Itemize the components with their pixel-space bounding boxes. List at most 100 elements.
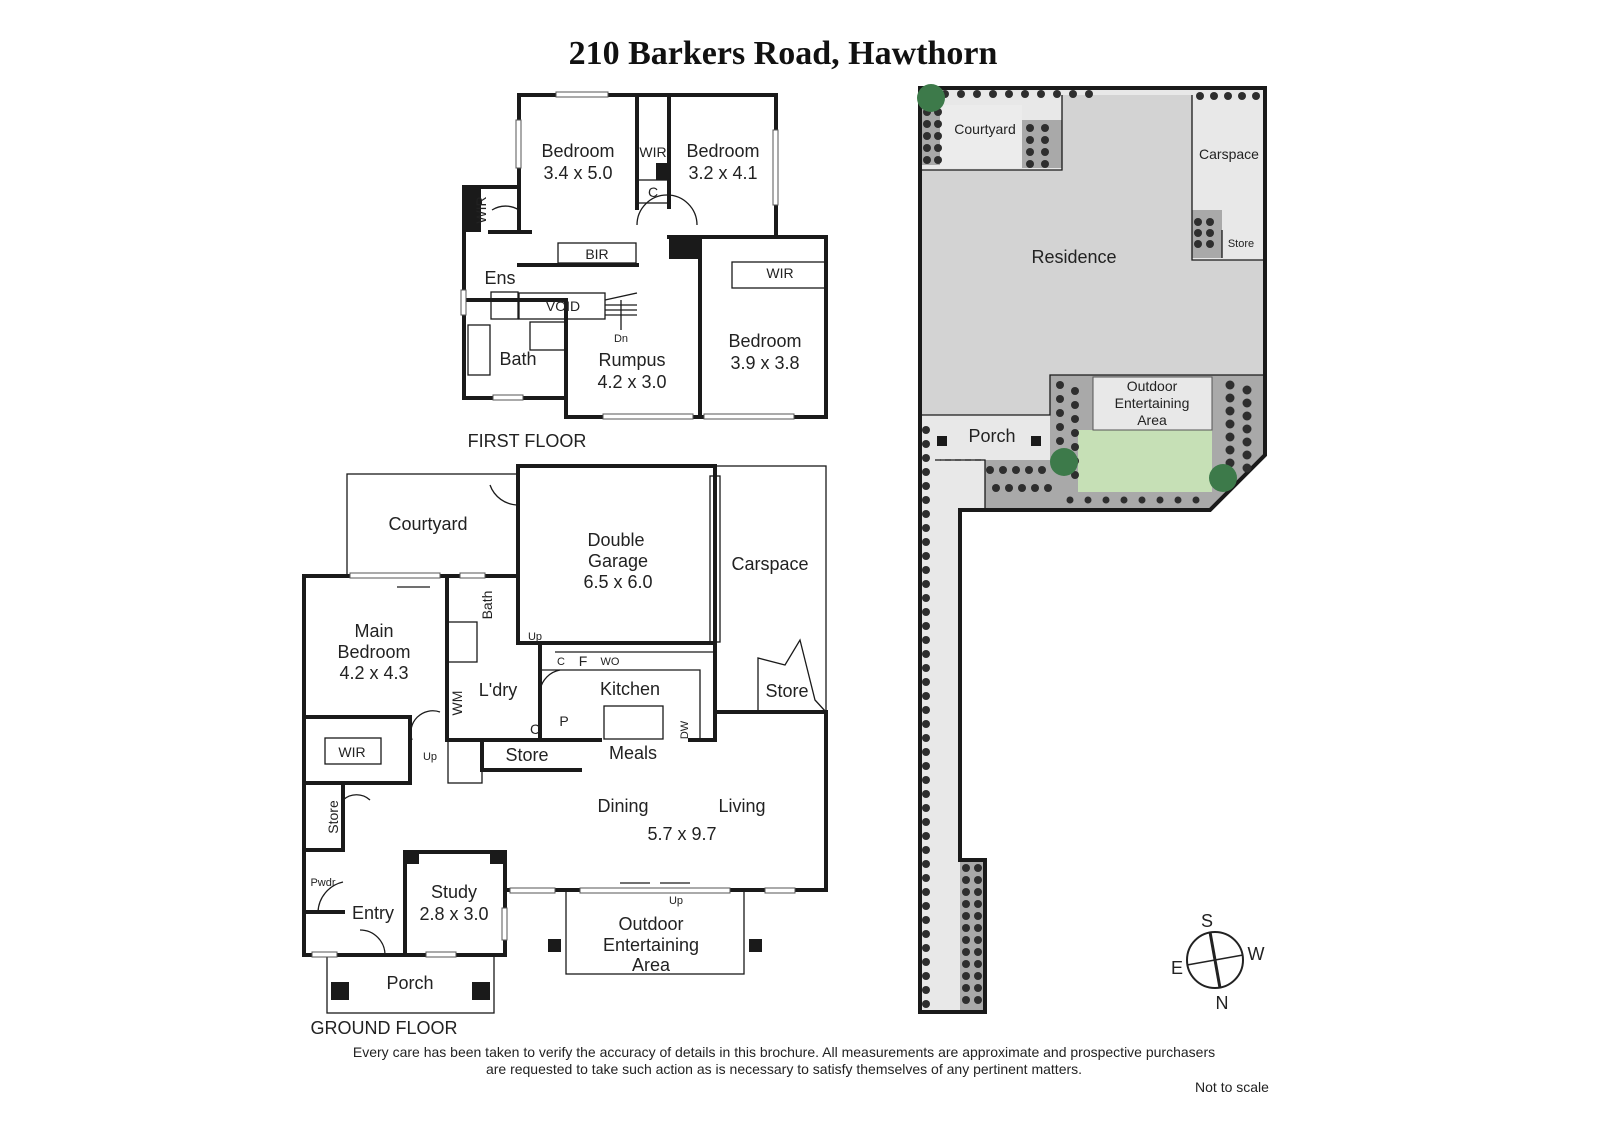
room-label: WIR [338,744,365,760]
shrub-icon [934,120,942,128]
shrub-icon [1012,466,1020,474]
site-label: Store [1228,238,1254,250]
room-label: Carspace [731,554,808,574]
shrub-icon [922,594,930,602]
room-label: Kitchen [600,679,660,699]
tree-icon [1050,448,1078,476]
shrub-icon [1071,443,1079,451]
shrub-icon [962,984,970,992]
room-label: Bedroom [728,331,801,351]
room-label: Living [718,796,765,816]
site-label: Outdoor [1127,378,1178,394]
residence-area [920,95,1265,415]
shrub-icon [922,552,930,560]
shrub-icon [1242,411,1252,421]
room-label: F [579,653,588,669]
shrub-icon [922,608,930,616]
shrub-icon [922,930,930,938]
floor-label: FIRST FLOOR [468,431,587,451]
shrub-icon [1242,385,1252,395]
shrub-icon [922,496,930,504]
lawn [1078,430,1212,492]
shrub-icon [974,936,982,944]
shrub-icon [1026,148,1034,156]
room-label: Bedroom [686,141,759,161]
shrub-icon [1194,240,1202,248]
shrub-icon [1066,496,1074,504]
shrub-icon [922,482,930,490]
shrub-icon [922,944,930,952]
room-label: Store [505,745,548,765]
site-label: Porch [968,426,1015,446]
shrub-icon [922,538,930,546]
shrub-icon [962,924,970,932]
shrub-icon [1242,463,1252,473]
shrub-icon [1225,380,1235,390]
stairs-label: Up [669,895,683,907]
room-label: Rumpus [598,350,665,370]
shrub-icon [962,936,970,944]
room-label: Dining [597,796,648,816]
shrub-icon [1044,484,1052,492]
shrub-icon [957,90,965,98]
shrub-icon [1102,496,1110,504]
shrub-icon [974,948,982,956]
shrub-icon [1196,92,1204,100]
room-label: Study [431,882,477,902]
shrub-icon [922,860,930,868]
shrub-icon [1041,148,1049,156]
shrub-icon [1206,218,1214,226]
room-label: Courtyard [388,514,467,534]
shrub-icon [922,804,930,812]
shrub-icon [922,636,930,644]
shrub-icon [974,864,982,872]
shrub-icon [974,996,982,1004]
shrub-icon [973,90,981,98]
shrub-icon [1242,450,1252,460]
first-floor-plan: Bedroom 3.4 x 5.0 Bedroom 3.2 x 4.1 Bedr… [460,91,828,451]
shrub-icon [922,762,930,770]
room-label: C [557,656,565,668]
room-label: C [530,721,540,737]
shrub-icon [974,900,982,908]
shrub-icon [1225,419,1235,429]
shrub-icon [1225,393,1235,403]
room-label: Pwdr [310,877,335,889]
shrub-icon [1056,437,1064,445]
shrub-icon [962,912,970,920]
shrub-icon [1071,401,1079,409]
shrub-icon [1252,92,1260,100]
shrub-icon [992,484,1000,492]
shrub-icon [974,888,982,896]
shrub-icon [922,776,930,784]
shrub-icon [962,864,970,872]
stairs-label: Dn [614,333,628,345]
shrub-icon [1069,90,1077,98]
page-title: 210 Barkers Road, Hawthorn [569,35,998,72]
site-label: Entertaining [1115,395,1190,411]
shrub-icon [1225,406,1235,416]
shrub-icon [923,132,931,140]
shrub-icon [1056,423,1064,431]
shrub-icon [1038,466,1046,474]
room-label: Outdoor [618,914,683,934]
shrub-icon [1041,124,1049,132]
shrub-icon [922,846,930,854]
shrub-icon [922,426,930,434]
shrub-icon [974,984,982,992]
shrub-icon [922,720,930,728]
shrub-icon [1210,92,1218,100]
room-label: Store [325,800,341,834]
shrub-icon [1005,484,1013,492]
room-label: VOID [546,298,580,314]
room-size: 6.5 x 6.0 [583,572,652,592]
shrub-icon [1056,395,1064,403]
shrub-icon [922,678,930,686]
room-label: Bath [499,349,536,369]
room-label: DW [679,720,691,739]
shrub-icon [922,1000,930,1008]
shrub-icon [962,960,970,968]
shrub-icon [1085,90,1093,98]
room-label: Bedroom [337,642,410,662]
shrub-icon [922,580,930,588]
